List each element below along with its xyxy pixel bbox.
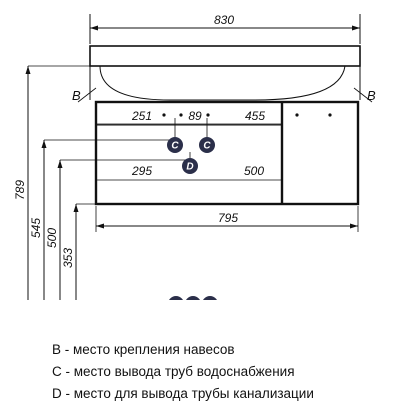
dim-text-500-height: 500	[45, 228, 59, 248]
svg-text:C: C	[206, 300, 214, 301]
b-label-right: B	[367, 88, 376, 103]
dim-text-455: 455	[245, 109, 265, 123]
cabinet-dimension-drawing: 830 251 89 455 295 500 795 789 545 500 3…	[13, 13, 376, 301]
mounting-dots	[162, 113, 332, 117]
basin-bowl	[99, 65, 346, 101]
dim-text-251: 251	[131, 109, 152, 123]
legend-item-d: D - место для вывода трубы канализации	[52, 386, 314, 401]
dim-text-353: 353	[61, 248, 75, 268]
marker-c-right: C	[199, 137, 215, 153]
dim-text-795: 795	[218, 211, 238, 225]
basin-top	[89, 45, 361, 67]
svg-text:C: C	[203, 141, 211, 152]
b-pointer-left	[77, 87, 97, 103]
dim-text-830: 830	[214, 13, 234, 27]
dim-text-789: 789	[13, 180, 27, 200]
legend-item-c: С - место вывода труб водоснабжения	[52, 364, 295, 379]
svg-text:C: C	[171, 141, 179, 152]
legend: В - место крепления навесов С - место вы…	[52, 339, 404, 405]
marker-row-cdc: C D C	[169, 296, 217, 301]
marker-c-left: C	[167, 137, 183, 153]
legend-item-b: В - место крепления навесов	[52, 342, 235, 357]
svg-text:D: D	[189, 300, 196, 301]
b-pointer-right	[353, 87, 373, 103]
dim-text-545: 545	[29, 218, 43, 238]
cabinet-body	[94, 100, 360, 206]
dim-text-89: 89	[188, 109, 202, 123]
svg-text:D: D	[186, 162, 193, 173]
dim-text-500: 500	[244, 164, 264, 178]
dim-text-295: 295	[131, 164, 152, 178]
svg-text:C: C	[172, 300, 180, 301]
b-label-left: B	[72, 88, 81, 103]
marker-d: D	[182, 158, 198, 174]
